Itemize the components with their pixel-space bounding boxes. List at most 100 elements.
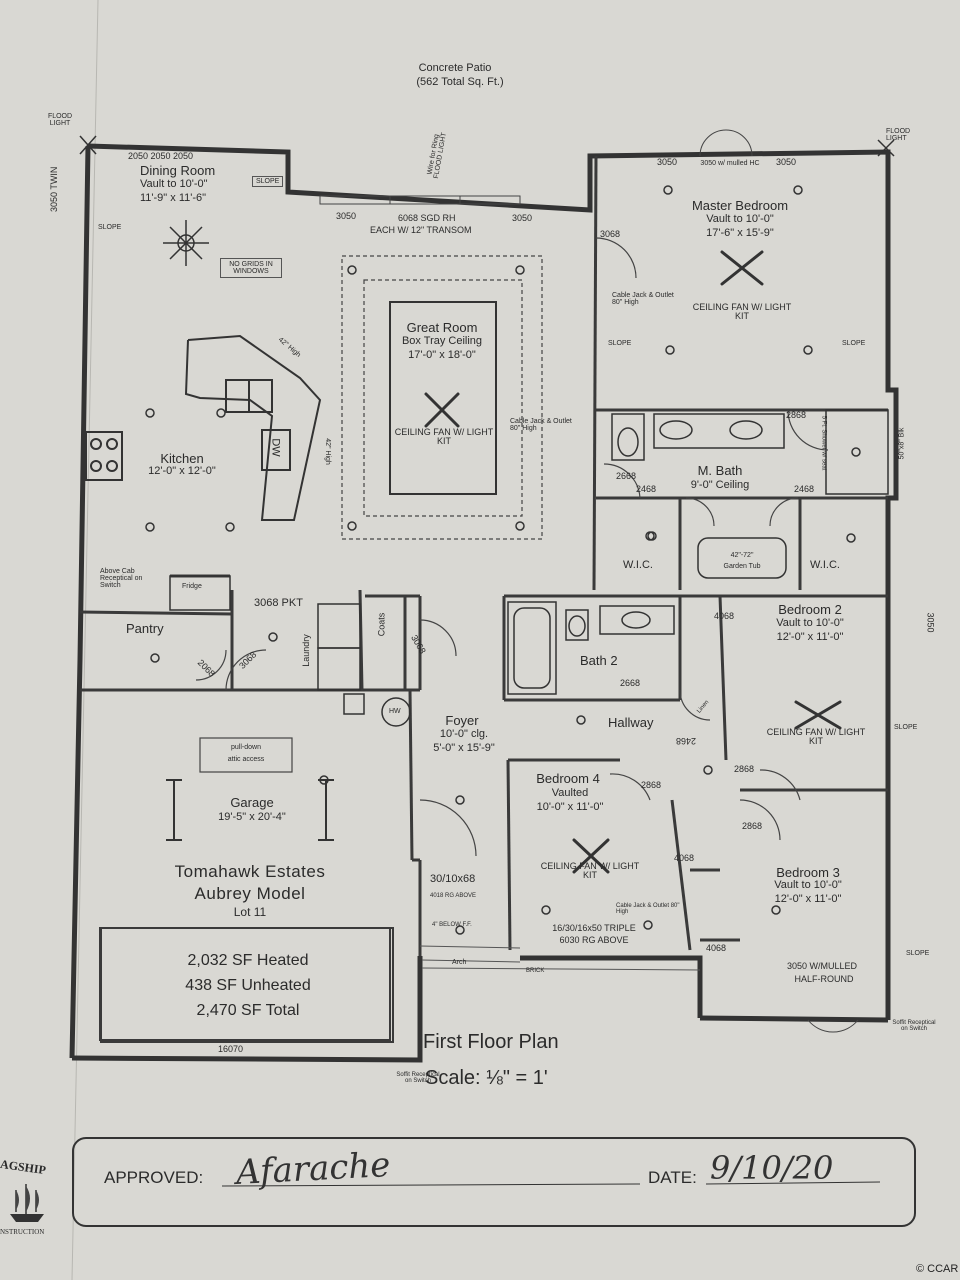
exterior-walls [69, 143, 899, 1063]
slope-master-right: SLOPE [842, 340, 866, 347]
foyer-name: Foyer [445, 713, 479, 728]
wic-right: W.I.C. [810, 559, 840, 571]
dining-size: 11'-9" x 11'-6" [140, 192, 207, 204]
slope-bed3: SLOPE [906, 950, 930, 957]
foyer-size: 5'-0" x 15'-9" [433, 742, 495, 754]
laundry-door-pkt: 3068 PKT [254, 597, 303, 609]
approval-lines [221, 1181, 881, 1187]
patio-label: Concrete Patio [418, 62, 492, 74]
builder-logo-sub: NSTRUCTION [0, 1228, 45, 1236]
soffit-note-right: Soffit Receptical on Switch [892, 1020, 936, 1032]
bedroom-3-door-a: 2868 [734, 764, 755, 774]
hallway-door: 2468 [676, 736, 697, 746]
patio-area: (562 Total Sq. Ft.) [416, 76, 504, 88]
garage-size: 19'-5" x 20'-4" [218, 811, 286, 823]
above-cab-note: Above Cab Receptical on Switch [100, 568, 143, 589]
bedroom-3-window-2: HALF-ROUND [794, 974, 854, 984]
kitchen-island [184, 334, 322, 521]
wic-right-door: 2468 [794, 484, 815, 494]
entry-step-note: 4" BELOW F.F. [432, 922, 472, 928]
bedroom-4-closet: 4068 [674, 853, 695, 863]
bedroom-3-window: 3050 W/MULLED [786, 961, 858, 971]
approval-signature: Afarache [235, 1144, 392, 1194]
master-bath-ceiling: 9'-0" Ceiling [690, 479, 750, 491]
watermark: © CCAR [916, 1263, 959, 1275]
dining-windows: 2050 2050 2050 [128, 151, 194, 161]
pantry-name: Pantry [126, 621, 164, 636]
flood-light-right: FLOOD LIGHT [886, 128, 911, 142]
master-bath-wc-door: 2668 [616, 471, 637, 481]
bedroom-3-size: 12'-0" x 11'-0" [774, 893, 842, 905]
rear-sliding-door: 6068 SGD RH [398, 213, 456, 223]
bedroom-4-rg: 6030 RG ABOVE [559, 935, 629, 945]
master-window-right: 3050 [776, 157, 797, 167]
plan-title: First Floor Plan [423, 1031, 559, 1053]
bedroom-2-fan: CEILING FAN W/ LIGHT KIT [766, 727, 866, 746]
slope-bed2: SLOPE [894, 724, 918, 731]
range [85, 431, 123, 481]
tub-size: 42"-72" [730, 552, 754, 559]
master-cable: Cable Jack & Outlet 80" High [612, 292, 674, 306]
interior-walls [79, 155, 888, 956]
dining-room-name: Dining Room [140, 163, 216, 178]
bedroom-4-fan: CEILING FAN W/ LIGHT KIT [540, 861, 640, 880]
bedroom-2-closet: 4068 [714, 611, 735, 621]
entry-arch: Arch [452, 959, 467, 966]
master-fan: CEILING FAN W/ LIGHT KIT [692, 302, 792, 321]
bedroom-4-cable: Cable Jack & Outlet 80" High [616, 903, 680, 915]
slope-master-left: SLOPE [608, 340, 632, 347]
bedroom-2-window: 3050 [925, 612, 936, 633]
master-vault: Vault to 10'-0" [706, 213, 774, 225]
approved-label: APPROVED: [104, 1168, 204, 1187]
master-window-left: 3050 [657, 157, 678, 167]
twin-window: 3050 TWIN [49, 166, 59, 212]
project-name: Tomahawk Estates [174, 862, 326, 881]
total-sf: 2,470 SF Total [196, 1002, 300, 1019]
front-stoop [419, 945, 701, 971]
master-bath-door: 2868 [786, 410, 807, 420]
shower-note: 5 Ft. Shower w/ seat [820, 415, 827, 471]
great-room-size: 17'-0" x 18'-0" [408, 349, 476, 361]
shower-block: 50"x8" Blk [898, 427, 906, 460]
kitchen-size: 12'-0" x 12'-0" [148, 465, 216, 477]
approval-box: APPROVED: Afarache DATE: 9/10/20 [72, 1137, 916, 1227]
bedroom-2-vault: Vault to 10'-0" [776, 617, 844, 629]
attic-access [199, 737, 293, 773]
counter-height-2: 42" High [323, 438, 331, 465]
approval-date: 9/10/20 [710, 1149, 834, 1187]
bath-2-door: 2668 [620, 678, 641, 688]
master-bedroom-name: Master Bedroom [691, 198, 789, 213]
water-heater: HW [389, 708, 401, 715]
entry-rg: 4018 RG ABOVE [430, 893, 477, 899]
great-room-cable: Cable Jack & Outlet 80" High [510, 418, 572, 432]
attic-line-1: pull-down [231, 744, 261, 751]
garden-tub: Garden Tub [723, 563, 761, 570]
flood-light-left: FLOOD LIGHT [47, 113, 73, 127]
bedroom-3-door-b: 2868 [742, 821, 763, 831]
slope-dining-left: SLOPE [98, 224, 122, 231]
no-grids-note: NO GRIDS IN WINDOWS [220, 258, 282, 278]
bedroom-3-vault: Vault to 10'-0" [774, 879, 842, 891]
slope-dining: SLOPE [252, 176, 284, 187]
square-footage-box: 2,032 SF Heated 438 SF Unheated 2,470 SF… [100, 927, 394, 1043]
great-room-fan: CEILING FAN W/ LIGHT KIT [394, 427, 494, 446]
master-bath-name: M. Bath [697, 463, 743, 478]
bedroom-4-size: 10'-0" x 11'-0" [536, 801, 604, 813]
rear-window-right: 3050 [512, 213, 533, 223]
hallway-name: Hallway [608, 715, 654, 730]
plan-scale: Scale: ⅛" = 1' [425, 1067, 548, 1089]
master-window: 3050 w/ mulled HC [700, 160, 760, 167]
master-size: 17'-6" x 15'-9" [706, 227, 774, 239]
project-model: Aubrey Model [194, 884, 306, 903]
bedroom-4-vault: Vaulted [551, 787, 589, 799]
chandelier [163, 220, 209, 266]
bedroom-3-closet: 4068 [706, 943, 727, 953]
bath-fixtures [169, 409, 889, 727]
kitchen-name: Kitchen [160, 451, 204, 466]
laundry-name: Laundry [300, 634, 311, 667]
bedroom-2-name: Bedroom 2 [778, 602, 842, 617]
rear-transom-note: EACH W/ 12" TRANSOM [370, 225, 472, 235]
great-room-name: Great Room [406, 320, 478, 335]
